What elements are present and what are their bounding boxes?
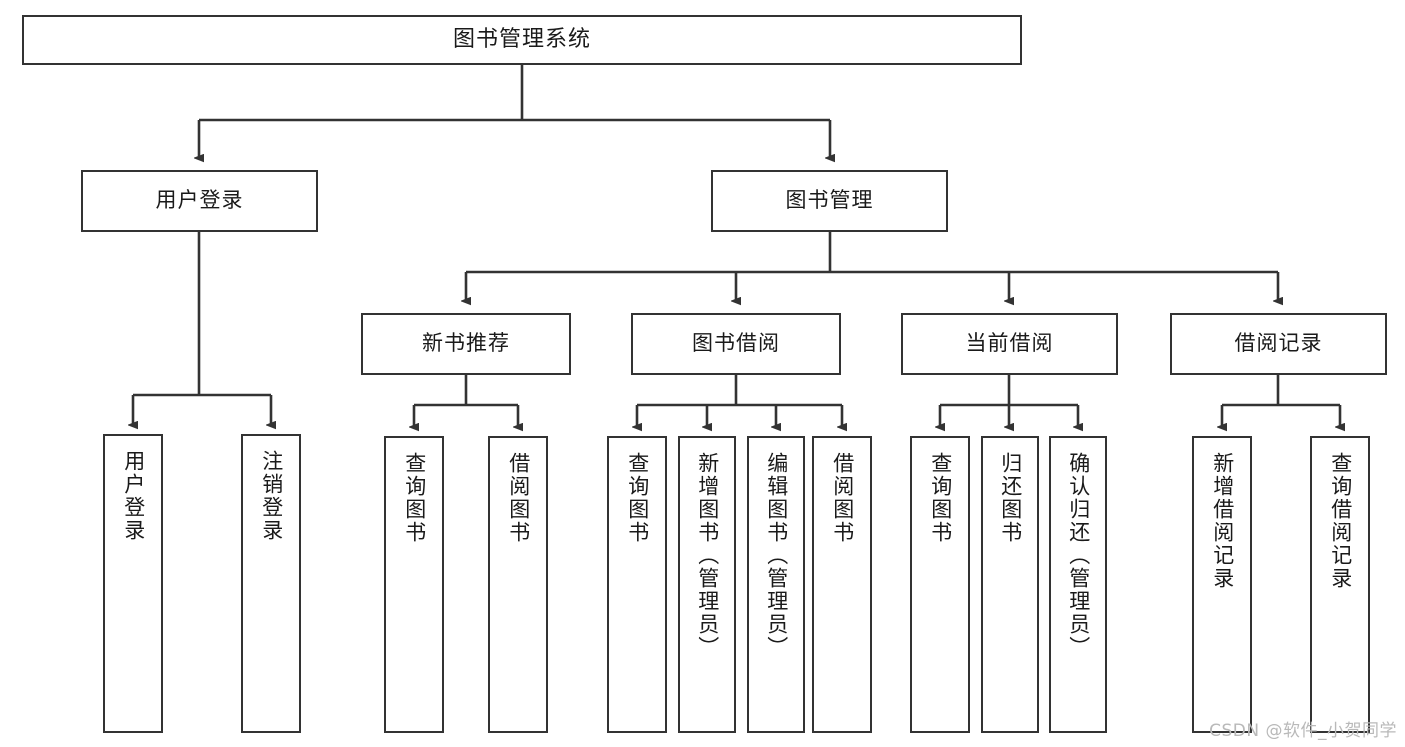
leaf-borrow-record-query-record[interactable]: 查询借阅记录 [1310, 436, 1370, 733]
leaf-book-borrow-borrow-book[interactable]: 借阅图书 [812, 436, 872, 733]
node-label: 确认归还（管理员） [1066, 452, 1091, 659]
node-user-login[interactable]: 用户登录 [81, 170, 318, 232]
node-new-book-recommend[interactable]: 新书推荐 [361, 313, 571, 375]
leaf-user-login-logout[interactable]: 注销登录 [241, 434, 301, 733]
node-label: 图书管理 [785, 188, 874, 213]
node-label: 用户登录 [121, 450, 146, 542]
node-current-borrow[interactable]: 当前借阅 [901, 313, 1118, 375]
watermark: CSDN @软件_小贺同学 [1209, 721, 1397, 741]
leaf-book-borrow-query-book[interactable]: 查询图书 [607, 436, 667, 733]
node-label: 借阅记录 [1234, 331, 1323, 356]
leaf-book-borrow-edit-book-admin[interactable]: 编辑图书（管理员） [747, 436, 805, 733]
node-book-management[interactable]: 图书管理 [711, 170, 948, 232]
node-label: 借阅图书 [506, 452, 531, 544]
leaf-current-borrow-confirm-return-admin[interactable]: 确认归还（管理员） [1049, 436, 1107, 733]
node-label: 借阅图书 [830, 452, 855, 544]
node-label: 查询借阅记录 [1328, 452, 1353, 590]
leaf-new-book-query-book[interactable]: 查询图书 [384, 436, 444, 733]
node-label: 查询图书 [625, 452, 650, 544]
node-label: 当前借阅 [965, 331, 1054, 356]
leaf-current-borrow-return-book[interactable]: 归还图书 [981, 436, 1039, 733]
node-label: 新书推荐 [422, 331, 510, 356]
node-book-borrow[interactable]: 图书借阅 [631, 313, 841, 375]
node-label: 图书借阅 [692, 331, 780, 356]
node-label: 注销登录 [259, 450, 284, 542]
leaf-new-book-borrow-book[interactable]: 借阅图书 [488, 436, 548, 733]
node-label: 编辑图书（管理员） [764, 452, 789, 659]
node-label: 新增图书（管理员） [695, 452, 720, 659]
leaf-borrow-record-add-record[interactable]: 新增借阅记录 [1192, 436, 1252, 733]
node-label: 归还图书 [998, 452, 1023, 544]
leaf-book-borrow-add-book-admin[interactable]: 新增图书（管理员） [678, 436, 736, 733]
node-label: 图书管理系统 [452, 26, 591, 52]
node-label: 新增借阅记录 [1210, 452, 1235, 590]
leaf-current-borrow-query-book[interactable]: 查询图书 [910, 436, 970, 733]
node-label: 用户登录 [155, 188, 244, 213]
node-label: 查询图书 [928, 452, 953, 544]
leaf-user-login-login[interactable]: 用户登录 [103, 434, 163, 733]
node-borrow-record[interactable]: 借阅记录 [1170, 313, 1387, 375]
node-root-book-management-system[interactable]: 图书管理系统 [22, 15, 1022, 65]
node-label: 查询图书 [402, 452, 427, 544]
